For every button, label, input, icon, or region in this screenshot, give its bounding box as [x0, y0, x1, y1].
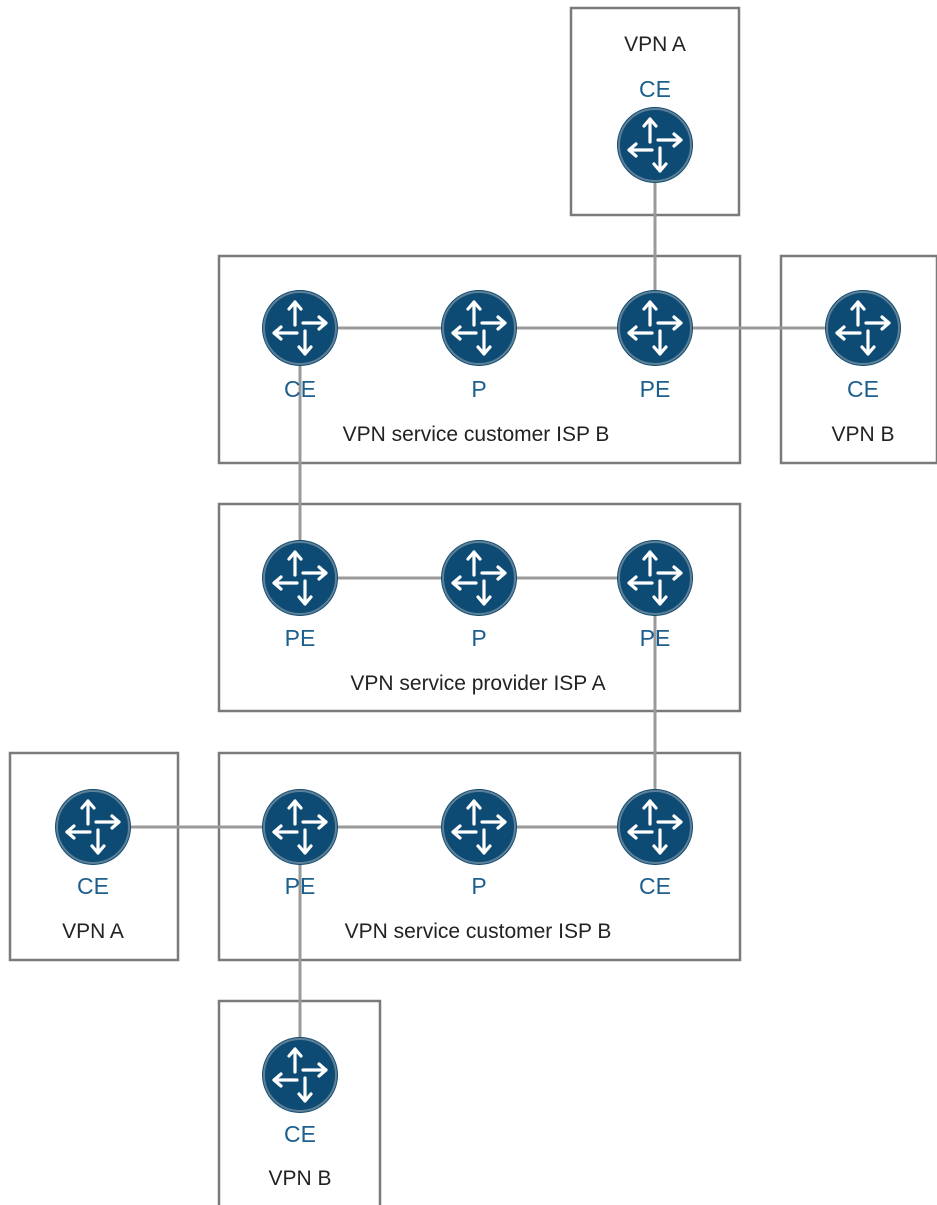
box-label-vpn-b-right: VPN B	[831, 423, 894, 446]
router-icon	[439, 787, 519, 867]
router-icon	[615, 538, 695, 618]
router-icon	[615, 105, 695, 185]
router-label-ce: CE	[284, 1121, 316, 1147]
router-icon	[615, 787, 695, 867]
router-label-ce: CE	[847, 376, 879, 402]
router-label-p: P	[471, 873, 486, 899]
router-label-ce: CE	[639, 873, 671, 899]
router-icon	[260, 1035, 340, 1115]
box-label-vpn-a-left: VPN A	[62, 920, 124, 943]
router-label-p: P	[471, 376, 486, 402]
box-label-isp-a-provider: VPN service provider ISP A	[350, 672, 605, 695]
router-icon	[439, 538, 519, 618]
router-icon	[260, 787, 340, 867]
box-label-vpn-a-top: VPN A	[624, 33, 686, 56]
box-label-isp-b-customer-bottom: VPN service customer ISP B	[345, 920, 612, 943]
router-icon	[260, 538, 340, 618]
router-label-pe: PE	[285, 873, 316, 899]
router-label-ce: CE	[77, 873, 109, 899]
router-label-ce: CE	[284, 376, 316, 402]
box-label-isp-b-customer-top: VPN service customer ISP B	[343, 423, 610, 446]
router-icon	[53, 787, 133, 867]
router-icon	[823, 288, 903, 368]
router-label-ce: CE	[639, 76, 671, 102]
router-icon	[439, 288, 519, 368]
box-label-vpn-b-bottom: VPN B	[268, 1167, 331, 1190]
router-icon	[615, 288, 695, 368]
router-label-pe: PE	[640, 376, 671, 402]
router-icon	[260, 288, 340, 368]
router-label-pe: PE	[640, 625, 671, 651]
router-label-pe: PE	[285, 625, 316, 651]
router-label-p: P	[471, 625, 486, 651]
